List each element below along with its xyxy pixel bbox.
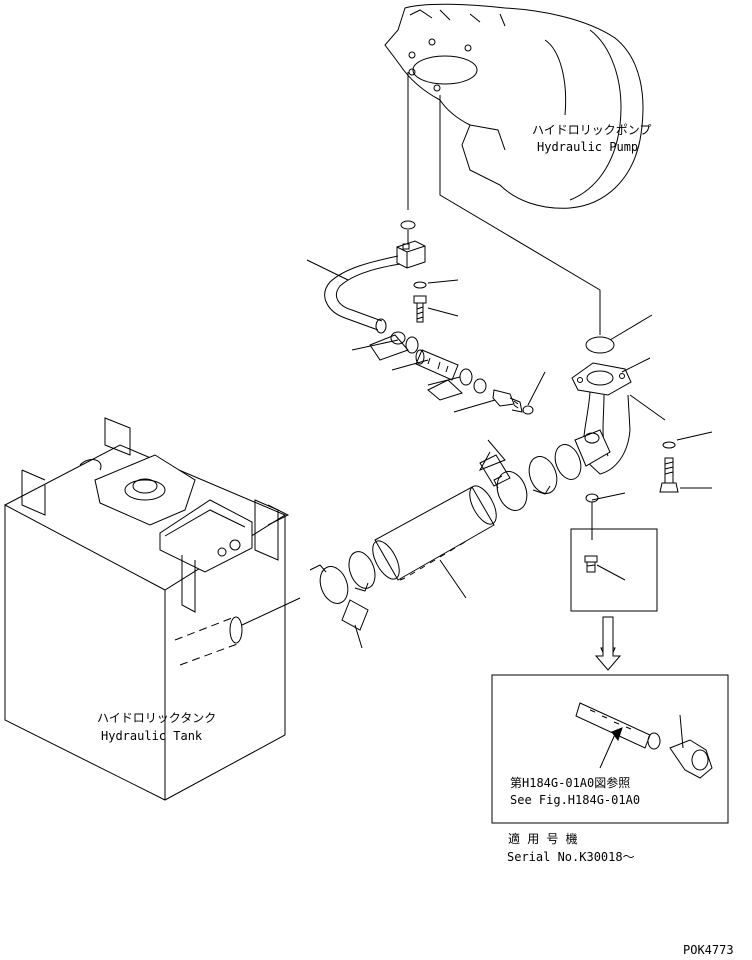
o-ring-mid (522, 405, 534, 415)
clamp-small-2 (459, 368, 473, 386)
clamp-large-4 (348, 551, 376, 589)
washer-right (662, 441, 676, 449)
small-hose-assembly (324, 220, 523, 413)
washer (413, 281, 427, 289)
hydraulic-tank (4, 417, 301, 801)
suction-hose-assembly (309, 444, 582, 604)
clamp-large-3 (496, 471, 528, 511)
hydraulic-pump (384, 3, 644, 209)
flange-block (396, 240, 426, 269)
drain-plug (584, 555, 598, 573)
tank-label-jp: ハイドロリックタンク (97, 711, 216, 725)
o-ring-plug (585, 493, 599, 503)
drawing-code: POK4773 (683, 943, 734, 957)
clamp-small-1 (405, 336, 419, 354)
elbow-flange (571, 362, 632, 396)
o-ring-small (400, 220, 416, 230)
callout-leaders (306, 259, 713, 649)
short-hose (415, 349, 459, 381)
ref-label-jp: 第H184G-01A0図参照 (510, 775, 630, 790)
suction-elbow (571, 336, 679, 493)
clamp-large-1 (554, 444, 582, 480)
pump-outlet-line (439, 95, 601, 335)
serial-label-jp: 適 用 号 機 (508, 831, 578, 846)
tank-filter-cover (159, 499, 253, 573)
main-hose (374, 486, 495, 581)
tank-top-cover (94, 454, 196, 526)
tank-label-en: Hydraulic Tank (101, 729, 203, 743)
replacement-hose (575, 702, 713, 779)
pump-label-jp: ハイドロリックポンプ (532, 123, 651, 137)
bolt-head (413, 295, 427, 304)
pump-label-en: Hydraulic Pump (537, 140, 638, 154)
bolt-head-right (659, 482, 679, 493)
ref-label-en: See Fig.H184G-01A0 (510, 793, 640, 807)
down-arrow-shape (594, 616, 622, 671)
adapter-fitting (492, 389, 515, 407)
reference-arrow (611, 727, 623, 742)
reference-detail-box (491, 674, 729, 824)
plug-detail-box (570, 528, 658, 612)
o-ring-large (585, 336, 615, 354)
clamp-large-2 (528, 456, 558, 494)
clamp-large-5 (319, 566, 349, 604)
clamp-small-3 (473, 378, 487, 394)
fitting-a (390, 331, 406, 345)
serial-label-en: Serial No.K30018～ (507, 850, 635, 864)
